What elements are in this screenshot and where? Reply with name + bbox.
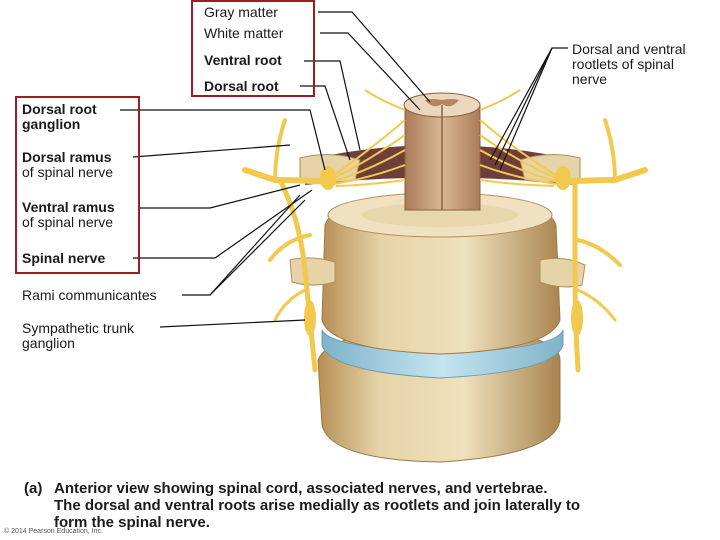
label-dorsal-root: Dorsal root (204, 78, 279, 94)
caption-tag: (a) (24, 480, 43, 497)
highlight-box-roots (191, 0, 315, 97)
label-ventral-ramus: Ventral ramus of spinal nerve (22, 199, 115, 230)
leader-lines (120, 11, 568, 328)
copyright-text: © 2014 Pearson Education, Inc. (4, 528, 103, 535)
label-rami-communicantes: Rami communicantes (22, 287, 157, 303)
spinal-cord (403, 92, 481, 211)
label-dorsal-root-ganglion: Dorsal root ganglion (22, 101, 97, 132)
label-gray-matter: Gray matter (204, 4, 278, 20)
caption-line-3: form the spinal nerve. (54, 514, 210, 531)
figure-caption: (a) Anterior view showing spinal cord, as… (24, 480, 704, 531)
upper-vertebra (321, 192, 561, 355)
label-spinal-nerve: Spinal nerve (22, 250, 106, 266)
highlight-box-nerve-parts (15, 96, 140, 274)
label-dorsal-ramus: Dorsal ramus of spinal nerve (22, 149, 114, 180)
spinal-nerves (242, 118, 648, 373)
label-ventral-root: Ventral root (204, 52, 282, 68)
label-sympathetic-trunk-ganglion: Sympathetic trunk ganglion (22, 320, 135, 351)
caption-line-2: The dorsal and ventral roots arise media… (54, 497, 580, 514)
rootlets (329, 89, 561, 187)
caption-line-1: Anterior view showing spinal cord, assoc… (54, 480, 548, 497)
label-rootlets: Dorsal and ventral rootlets of spinal ne… (572, 41, 686, 87)
label-white-matter: White matter (204, 25, 284, 41)
